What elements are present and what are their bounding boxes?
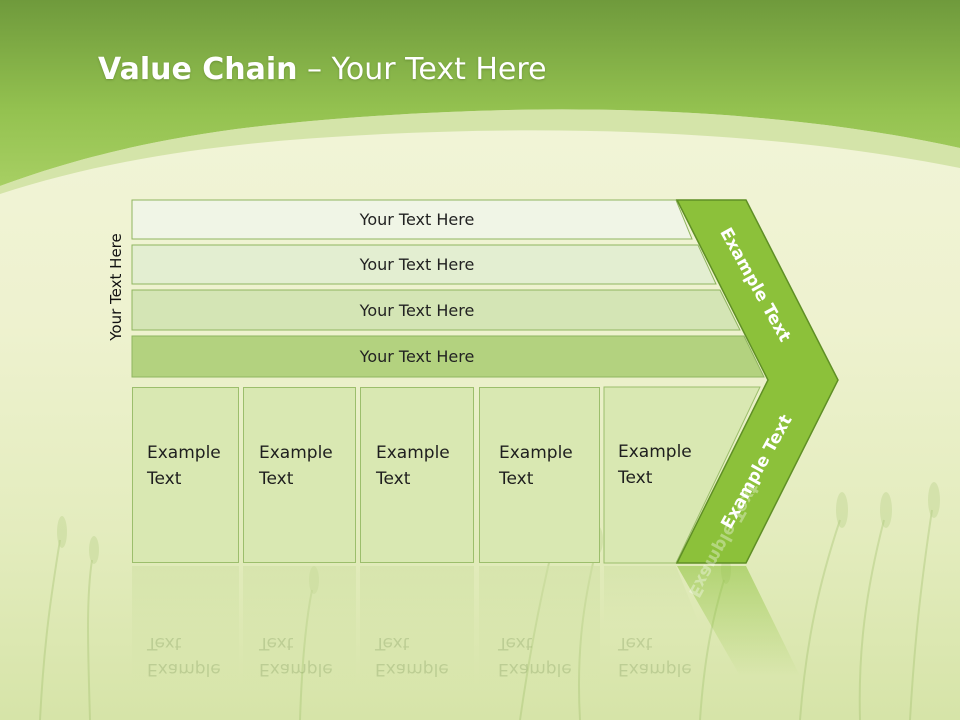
primary-box-1-line1: Example: [147, 443, 221, 463]
primary-box-3-line2: Text: [376, 469, 411, 489]
header-band: [0, 0, 960, 194]
title-bold: Value Chain: [98, 52, 298, 87]
reflection-text-5: Example Text: [618, 630, 692, 682]
support-row-4-label: Your Text Here: [359, 347, 475, 366]
support-row-2-label: Your Text Here: [359, 255, 475, 274]
primary-box-5-line2: Text: [618, 468, 653, 488]
primary-box-2: Example Text: [243, 387, 356, 563]
reflection-text-4-line1: Example: [498, 659, 572, 679]
primary-box-3: Example Text: [360, 387, 474, 563]
reflection-text-2-line1: Example: [259, 659, 333, 679]
primary-box-2-line1: Example: [259, 443, 333, 463]
reflection-text-4-line2: Text: [498, 633, 533, 653]
primary-box-5-shape: [603, 386, 761, 564]
primary-box-3-line1: Example: [376, 443, 450, 463]
reflection-text-2: Example Text: [259, 630, 333, 682]
support-row-shape-2: [131, 244, 717, 285]
reflection-text-3-line1: Example: [375, 659, 449, 679]
reflection-text-5-line1: Example: [618, 659, 692, 679]
support-row-4: Your Text Here: [132, 337, 702, 376]
reflection-text-5-line2: Text: [618, 633, 653, 653]
primary-box-1: Example Text: [132, 387, 239, 563]
primary-box-5: Example Text: [618, 439, 692, 491]
support-row-shape-4: [131, 335, 765, 378]
reflection-area: Example Text Example Text Example Text E…: [0, 480, 960, 720]
support-row-1-label: Your Text Here: [359, 210, 475, 229]
primary-box-4-line2: Text: [499, 469, 534, 489]
support-row-1: Your Text Here: [132, 200, 692, 239]
reflection-text-1: Example Text: [147, 630, 221, 682]
primary-box-4-line1: Example: [499, 443, 573, 463]
support-row-shape-1: [131, 199, 693, 240]
primary-box-4: Example Text: [479, 387, 600, 563]
support-row-3: Your Text Here: [132, 291, 702, 330]
reflection-text-4: Example Text: [498, 630, 572, 682]
reflection-text-2-line2: Text: [259, 633, 294, 653]
slide-title: Value Chain – Your Text Here: [98, 52, 547, 87]
support-row-shape-3: [131, 289, 741, 331]
reflection-text-1-line1: Example: [147, 659, 221, 679]
title-rest: – Your Text Here: [297, 52, 547, 87]
reflection-text-3: Example Text: [375, 630, 449, 682]
primary-box-2-line2: Text: [259, 469, 294, 489]
reflection-text-3-line2: Text: [375, 633, 410, 653]
reflection-shapes: [132, 566, 800, 686]
primary-box-5-line1: Example: [618, 442, 692, 462]
support-row-3-label: Your Text Here: [359, 301, 475, 320]
support-row-2: Your Text Here: [132, 245, 702, 284]
primary-box-1-line2: Text: [147, 469, 182, 489]
margin-chevron-arrow: [675, 199, 839, 564]
reflection-text-1-line2: Text: [147, 633, 182, 653]
